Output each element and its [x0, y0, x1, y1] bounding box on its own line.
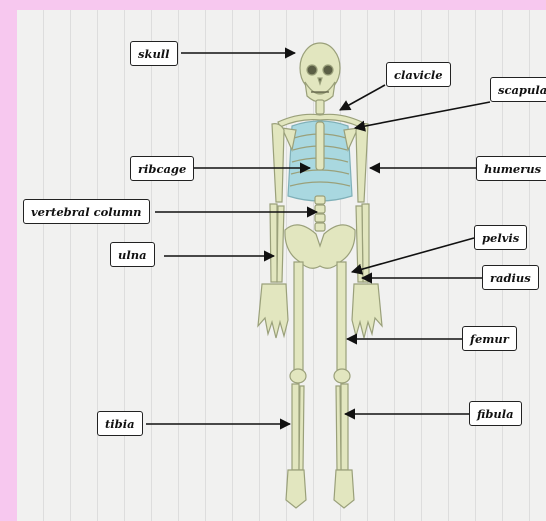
fibula-right	[336, 386, 341, 470]
label-skull: skull	[130, 41, 178, 66]
foot-left	[286, 470, 306, 508]
cervical-vertebrae	[316, 100, 324, 114]
foot-right	[334, 470, 354, 508]
ulna-left	[270, 204, 277, 282]
humerus-left	[272, 124, 284, 202]
label-ribcage: ribcage	[130, 156, 194, 181]
femur-right	[337, 262, 346, 370]
label-vertebral-column: vertebral column	[23, 199, 150, 224]
femur-left	[294, 262, 303, 370]
label-ulna: ulna	[110, 242, 155, 267]
pointer-scapula	[355, 102, 490, 128]
label-clavicle: clavicle	[386, 62, 451, 87]
pointer-pelvis	[352, 238, 474, 272]
radius-left	[277, 206, 284, 282]
tibia-right	[341, 384, 348, 470]
label-scapula: scapula	[490, 77, 546, 102]
label-femur: femur	[462, 326, 517, 351]
label-tibia: tibia	[97, 411, 143, 436]
fibula-left	[299, 386, 304, 470]
label-fibula: fibula	[469, 401, 522, 426]
hand-right	[352, 284, 382, 338]
ribcage-bones	[288, 121, 352, 201]
tibia-left	[292, 384, 299, 470]
label-humerus: humerus	[476, 156, 546, 181]
label-radius: radius	[482, 265, 539, 290]
knee-right	[334, 369, 350, 383]
skull-bone	[300, 43, 340, 102]
skeleton-figure	[258, 43, 382, 508]
knee-left	[290, 369, 306, 383]
spine-bones	[315, 196, 325, 231]
humerus-right	[356, 124, 368, 202]
pointer-clavicle	[340, 85, 385, 110]
hand-left	[258, 284, 288, 338]
label-pelvis: pelvis	[474, 225, 527, 250]
